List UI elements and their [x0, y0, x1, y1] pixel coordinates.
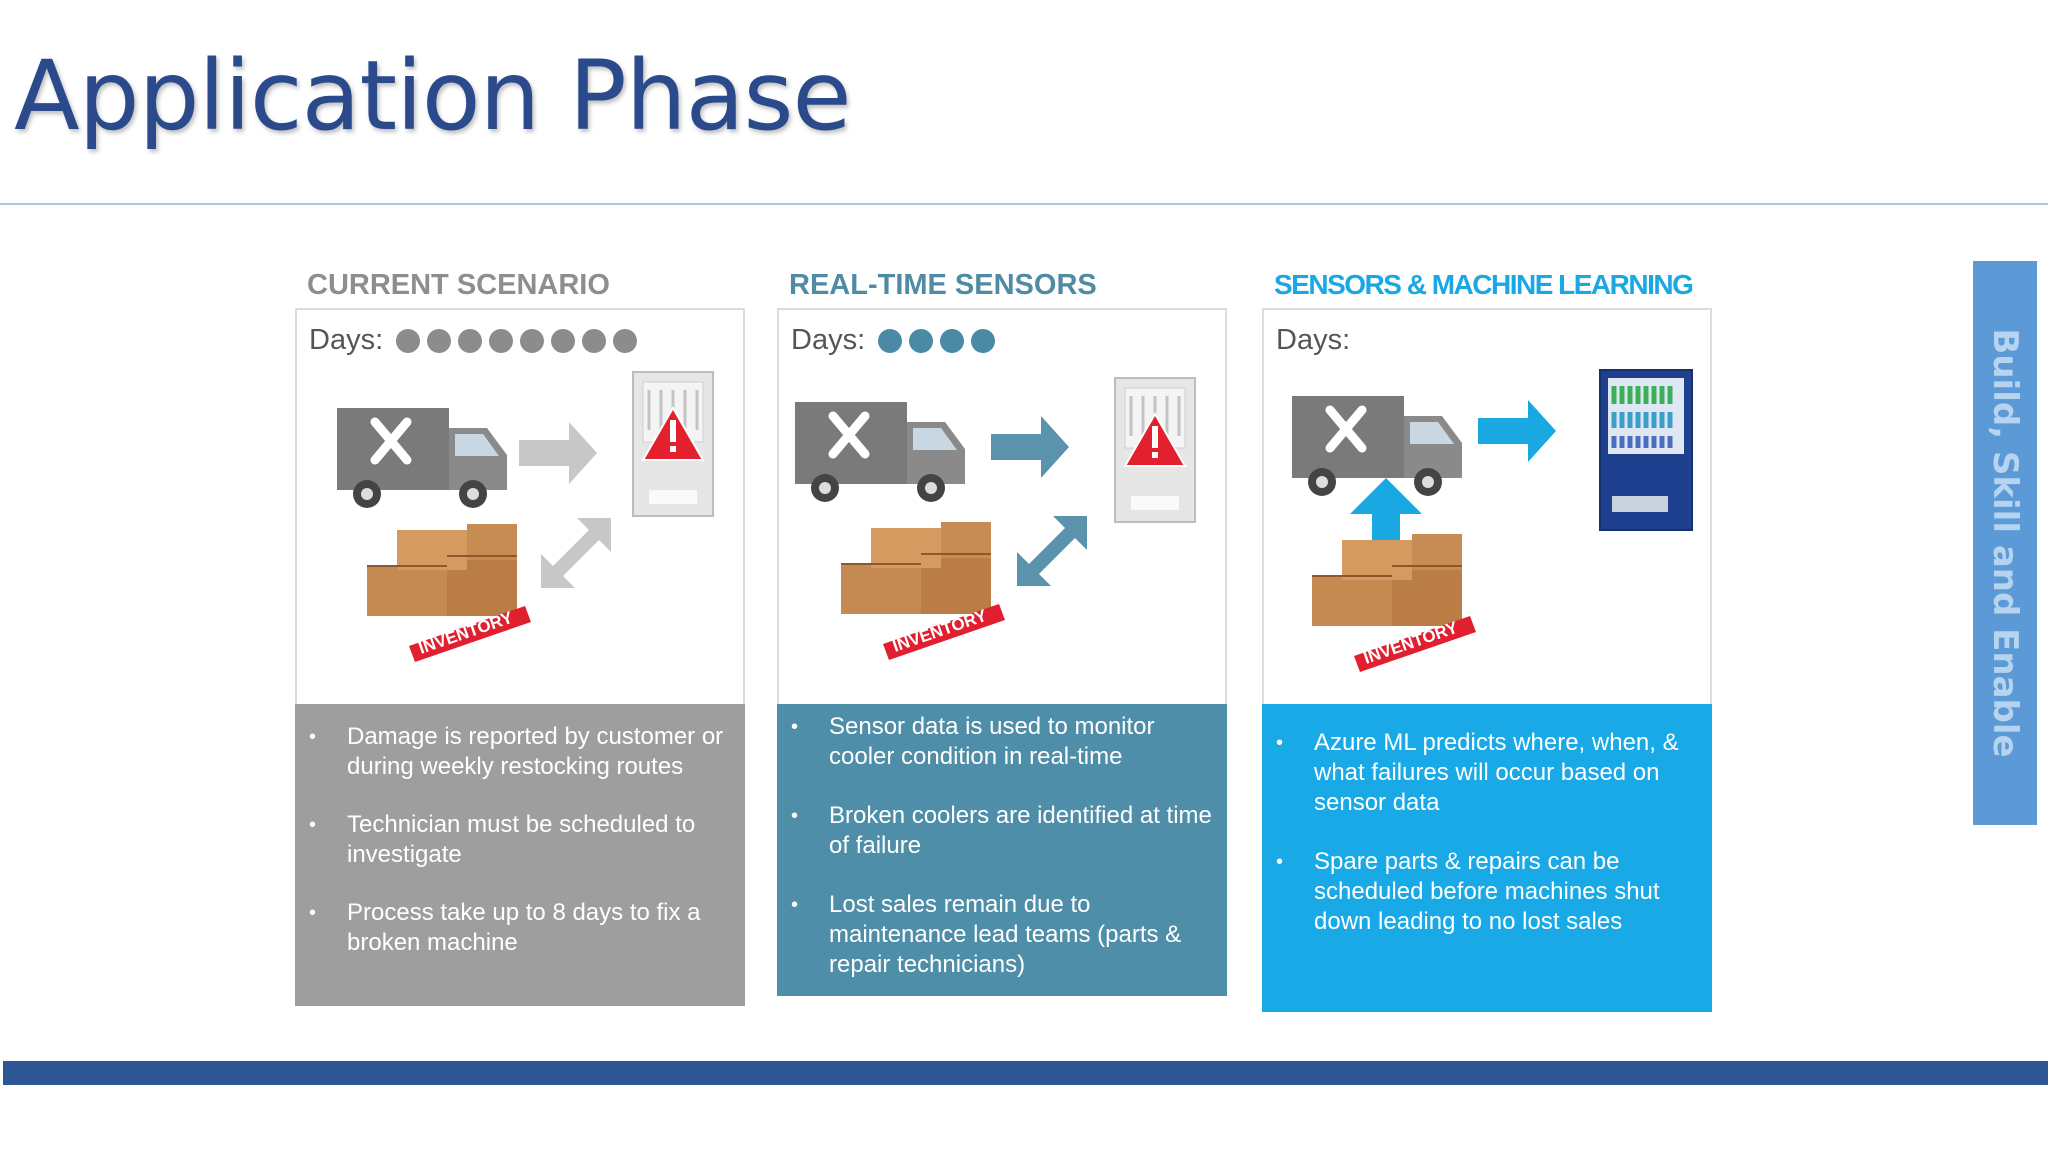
bullet-list: Azure ML predicts where, when, & what fa… [1262, 704, 1712, 1012]
bullet-item: Spare parts & repairs can be scheduled b… [1276, 847, 1698, 937]
days-label: Days: [1276, 324, 1351, 356]
bidirectional-arrow-icon [541, 518, 611, 588]
bullet-item: Process take up to 8 days to fix a broke… [309, 898, 731, 958]
panel-heading: CURRENT SCENARIO [307, 269, 610, 301]
side-tab: Build, Skill and Enable [1973, 261, 2037, 825]
day-dot [878, 328, 903, 353]
arrow-right-icon [1478, 400, 1556, 462]
days-label: Days: [791, 324, 866, 356]
arrow-right-icon [991, 416, 1069, 478]
day-dot [940, 328, 965, 353]
bullet-item: Broken coolers are identified at time of… [791, 801, 1213, 861]
day-dot [551, 328, 576, 353]
side-tab-label: Build, Skill and Enable [1985, 328, 2025, 758]
bullet-list: Sensor data is used to monitor cooler co… [777, 704, 1227, 996]
days-indicator: Days: [309, 324, 638, 357]
panel-real-time-sensors: REAL-TIME SENSORS Days: [777, 262, 1227, 996]
day-dot [427, 328, 452, 353]
arrow-right-icon [519, 422, 597, 484]
bullet-item: Lost sales remain due to maintenance lea… [791, 890, 1213, 980]
panel-sensors-machine-learning: SENSORS & MACHINE LEARNING Days: [1262, 262, 1712, 1012]
broken-machine-icon [1114, 377, 1196, 523]
service-truck-icon [1292, 396, 1462, 496]
panel-heading: REAL-TIME SENSORS [789, 269, 1097, 301]
bullet-item: Technician must be scheduled to investig… [309, 810, 731, 870]
title-divider [0, 203, 2048, 205]
slide-title: Application Phase [14, 40, 852, 152]
bullet-item: Azure ML predicts where, when, & what fa… [1276, 728, 1698, 818]
day-dot [582, 328, 607, 353]
inventory-boxes-icon: INVENTORY [841, 522, 1005, 660]
day-dot [909, 328, 934, 353]
days-indicator: Days: [1276, 324, 1356, 357]
panel-current-scenario: CURRENT SCENARIO Days: [295, 262, 745, 1006]
day-dot [520, 328, 545, 353]
panel-illustration: Days: [777, 308, 1227, 704]
vending-machine-icon [1599, 369, 1693, 531]
bullet-item: Sensor data is used to monitor cooler co… [791, 712, 1213, 772]
day-dot [458, 328, 483, 353]
inventory-boxes-icon: INVENTORY [1312, 534, 1476, 672]
panel-heading: SENSORS & MACHINE LEARNING [1274, 269, 1694, 300]
service-truck-icon [795, 402, 965, 502]
broken-machine-icon [632, 371, 714, 517]
day-dot [489, 328, 514, 353]
days-indicator: Days: [791, 324, 996, 357]
day-dot [396, 328, 421, 353]
inventory-boxes-icon: INVENTORY [367, 524, 531, 662]
day-dot [613, 328, 638, 353]
bullet-list: Damage is reported by customer or during… [295, 704, 745, 1006]
days-label: Days: [309, 324, 384, 356]
panel-illustration: Days: [1262, 308, 1712, 704]
bidirectional-arrow-icon [1017, 516, 1087, 586]
panel-illustration: Days: [295, 308, 745, 704]
footer-bar [3, 1061, 2048, 1085]
day-dot [971, 328, 996, 353]
service-truck-icon [337, 408, 507, 508]
bullet-item: Damage is reported by customer or during… [309, 722, 731, 782]
